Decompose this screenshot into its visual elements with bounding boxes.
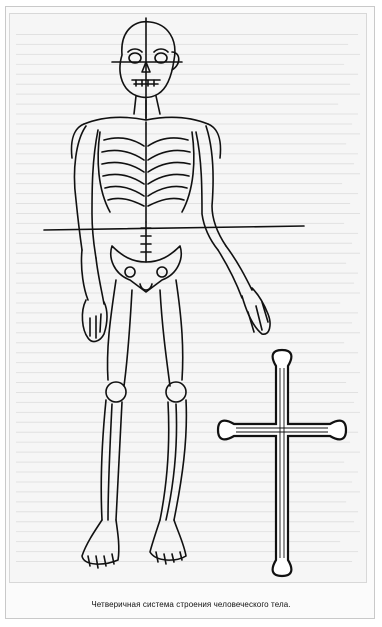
right-arm (74, 126, 107, 341)
lumbar-spine (141, 222, 151, 262)
left-arm (196, 126, 270, 334)
neck (134, 96, 160, 118)
figure-caption: Четверичная система строения человеческо… (0, 600, 382, 609)
cross-symbol (218, 350, 346, 576)
rib-cage (98, 122, 194, 222)
legs (82, 280, 186, 568)
skull (120, 22, 179, 98)
torso-horizontal-axis-line (44, 226, 304, 230)
